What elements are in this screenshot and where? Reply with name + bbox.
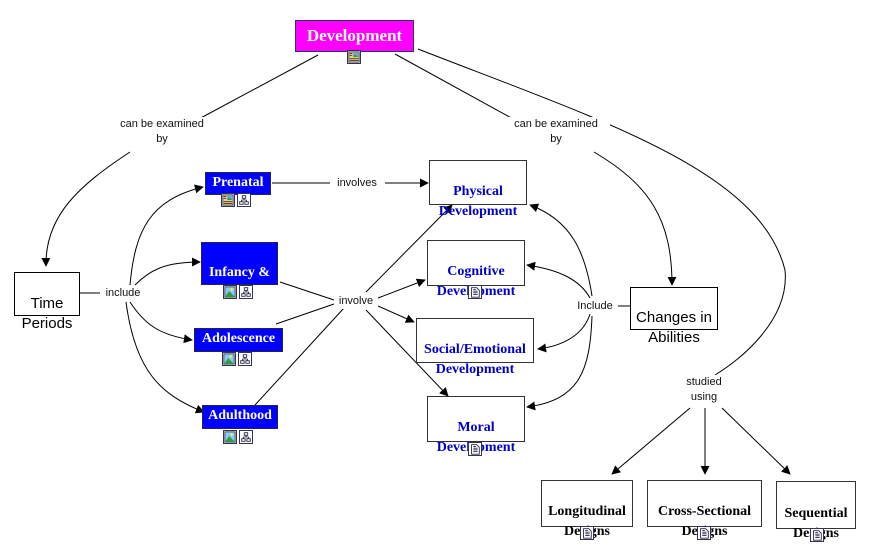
document-icon[interactable] bbox=[468, 285, 482, 299]
node-physical-label: Physical Development bbox=[438, 184, 518, 219]
image-icon[interactable] bbox=[223, 285, 237, 299]
edge-examined-right-to-changes bbox=[593, 151, 677, 286]
node-cognitive-label: Cognitive Development bbox=[437, 264, 516, 299]
link-label-examined-left: can be examined by bbox=[108, 117, 216, 147]
edge-include-to-adulthood bbox=[125, 301, 205, 414]
node-changes-label: Changes in Abilities bbox=[636, 309, 712, 346]
edge-include-to-social bbox=[537, 313, 591, 353]
node-physical-development[interactable]: Physical Development bbox=[429, 160, 527, 219]
node-adolescence[interactable]: Adolescence bbox=[194, 328, 283, 352]
node-sequential-icons bbox=[810, 528, 824, 542]
image-doc-icon[interactable] bbox=[221, 193, 235, 207]
edge-include-to-physical bbox=[529, 203, 593, 297]
link-label-studied-using: studied using bbox=[676, 375, 732, 405]
link-label-involves: involves bbox=[332, 176, 382, 191]
node-adulthood[interactable]: Adulthood bbox=[202, 405, 278, 429]
node-development-label: Development bbox=[306, 26, 403, 45]
link-label-involve: involve bbox=[334, 294, 378, 309]
node-prenatal[interactable]: Prenatal bbox=[205, 172, 271, 195]
edge-examined-left-to-timeperiods bbox=[41, 151, 131, 267]
node-cross-sectional-designs[interactable]: Cross-Sectional Designs bbox=[647, 480, 762, 539]
edge-include-to-moral bbox=[526, 315, 593, 411]
edge-involve-to-moral bbox=[365, 309, 449, 397]
node-longitudinal-icons bbox=[580, 526, 594, 540]
link-label-include-right: Include bbox=[573, 299, 617, 314]
node-longitudinal-designs[interactable]: Longitudinal Designs bbox=[541, 480, 633, 539]
edge-include-to-prenatal bbox=[129, 184, 204, 286]
hierarchy-icon[interactable] bbox=[237, 193, 251, 207]
edge-studied-to-longitudinal bbox=[611, 407, 691, 475]
edge-involve-to-social bbox=[377, 305, 415, 323]
node-development[interactable]: Development bbox=[295, 20, 414, 52]
node-moral-icons bbox=[468, 442, 482, 456]
node-cognitive-icons bbox=[468, 285, 482, 299]
edge-include-to-infancy bbox=[134, 257, 201, 286]
hierarchy-icon[interactable] bbox=[238, 352, 252, 366]
document-icon[interactable] bbox=[810, 528, 824, 542]
link-label-examined-right: can be examined by bbox=[502, 117, 610, 147]
node-prenatal-label: Prenatal bbox=[212, 175, 264, 190]
node-changes-in-abilities[interactable]: Changes in Abilities bbox=[630, 287, 718, 346]
node-cross-sectional-icons bbox=[697, 526, 711, 540]
edge-dev-to-examined-right bbox=[394, 53, 516, 121]
image-doc-icon[interactable] bbox=[347, 50, 361, 64]
node-infancy-icons bbox=[223, 285, 253, 299]
edge-infancy-to-involve bbox=[279, 281, 335, 301]
node-cross-sectional-label: Cross-Sectional Designs bbox=[657, 504, 752, 539]
node-cognitive-development[interactable]: Cognitive Development bbox=[427, 240, 525, 299]
document-icon[interactable] bbox=[468, 442, 482, 456]
node-time-periods[interactable]: Time Periods bbox=[14, 272, 80, 332]
node-social-label: Social/Emotional Development bbox=[424, 342, 526, 377]
node-social-emotional-development[interactable]: Social/Emotional Development bbox=[416, 318, 534, 377]
document-icon[interactable] bbox=[697, 526, 711, 540]
document-icon[interactable] bbox=[580, 526, 594, 540]
edge-adulthood-to-involve bbox=[254, 307, 345, 406]
edge-dev-to-studied bbox=[417, 48, 786, 376]
edge-dev-to-examined-left bbox=[196, 54, 319, 121]
image-icon[interactable] bbox=[222, 352, 236, 366]
edge-involve-to-physical bbox=[365, 204, 453, 293]
node-development-icons bbox=[347, 50, 361, 64]
edge-include-to-cognitive bbox=[526, 261, 591, 299]
hierarchy-icon[interactable] bbox=[239, 285, 253, 299]
node-prenatal-icons bbox=[221, 193, 251, 207]
node-adulthood-icons bbox=[223, 430, 253, 444]
edge-include-to-adolescence bbox=[129, 301, 193, 344]
node-adolescence-label: Adolescence bbox=[201, 331, 276, 346]
hierarchy-icon[interactable] bbox=[239, 430, 253, 444]
edge-involve-to-cognitive bbox=[377, 278, 426, 299]
image-icon[interactable] bbox=[223, 430, 237, 444]
node-infancy-childhood[interactable]: Infancy & Childhood bbox=[201, 242, 278, 300]
node-moral-development[interactable]: Moral Development bbox=[427, 396, 525, 455]
node-sequential-designs[interactable]: Sequential Designs bbox=[776, 481, 856, 541]
node-adulthood-label: Adulthood bbox=[208, 408, 272, 423]
link-label-include-left: include bbox=[100, 286, 146, 301]
edge-studied-to-sequential bbox=[721, 407, 791, 475]
edge-adolescence-to-involve bbox=[275, 303, 335, 325]
node-sequential-label: Sequential Designs bbox=[784, 506, 848, 541]
node-adolescence-icons bbox=[222, 352, 252, 366]
node-time-periods-label: Time Periods bbox=[21, 295, 73, 332]
